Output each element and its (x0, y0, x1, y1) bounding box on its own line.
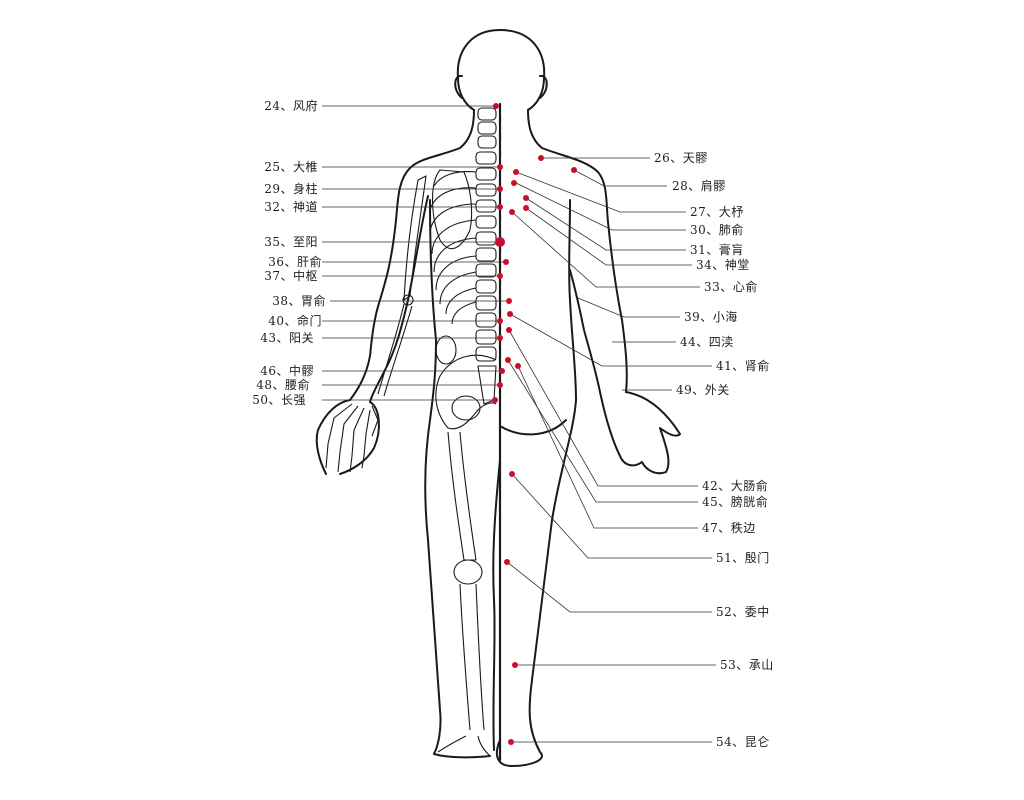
leader-31 (525, 197, 686, 251)
label-33: 33、心俞 (704, 279, 758, 294)
label-27: 27、大杼 (690, 204, 744, 219)
label-46: 46、中髎 (260, 363, 314, 378)
leader-34 (525, 207, 692, 266)
point-41 (507, 311, 513, 317)
label-36: 36、肝俞 (268, 254, 322, 269)
point-52 (504, 559, 510, 565)
label-31: 31、膏肓 (690, 242, 744, 257)
leader-52 (506, 561, 712, 613)
body-outline (315, 29, 681, 767)
point-50 (492, 397, 498, 403)
label-37: 37、中枢 (264, 268, 318, 283)
label-45: 45、膀胱俞 (702, 494, 768, 509)
label-43: 43、阳关 (260, 331, 314, 345)
point-32 (497, 204, 503, 210)
label-51: 51、殷门 (716, 550, 770, 565)
label-29: 29、身柱 (264, 181, 318, 196)
label-47: 47、秩边 (702, 521, 756, 535)
label-54: 54、昆仑 (716, 735, 770, 749)
label-25: 25、大椎 (264, 159, 318, 174)
leader-41 (509, 313, 712, 367)
point-29 (497, 186, 503, 192)
point-34 (523, 205, 529, 211)
acupoint-markers (492, 103, 577, 745)
label-50: 50、长强 (252, 393, 306, 407)
label-34: 34、神堂 (696, 258, 750, 272)
point-54 (508, 739, 514, 745)
point-51 (509, 471, 515, 477)
left-labels: 24、风府 25、大椎 29、身柱 32、神道 35、至阳 36、肝俞 37、中… (252, 98, 326, 407)
point-30 (511, 180, 517, 186)
point-28 (571, 167, 577, 173)
leader-51 (511, 473, 712, 559)
label-35: 35、至阳 (264, 235, 318, 249)
leader-lines (322, 105, 716, 743)
label-28: 28、肩髎 (672, 178, 726, 193)
point-37 (497, 273, 503, 279)
label-30: 30、肺俞 (690, 222, 744, 237)
label-44: 44、四渎 (680, 335, 734, 349)
label-32: 32、神道 (264, 200, 318, 214)
label-48: 48、腰俞 (256, 377, 310, 392)
label-53: 53、承山 (720, 658, 774, 672)
label-49: 49、外关 (676, 383, 730, 397)
leader-27 (515, 171, 686, 213)
point-45 (505, 357, 511, 363)
point-27 (513, 169, 519, 175)
label-52: 52、委中 (716, 604, 770, 619)
leader-42 (508, 329, 698, 487)
point-47 (515, 363, 521, 369)
point-40 (497, 318, 503, 324)
label-40: 40、命门 (268, 313, 322, 328)
point-48 (497, 382, 503, 388)
point-35 (495, 237, 505, 247)
leader-33 (511, 211, 700, 288)
skeleton-left (325, 107, 497, 757)
leader-39 (577, 297, 680, 318)
point-36 (503, 259, 509, 265)
leader-47 (517, 365, 698, 529)
point-24 (493, 103, 499, 109)
label-26: 26、天髎 (654, 151, 708, 165)
point-33 (509, 209, 515, 215)
leader-28 (573, 169, 667, 187)
right-labels: 26、天髎 28、肩髎 27、大杼 30、肺俞 31、膏肓 34、神堂 33、心… (654, 151, 774, 749)
label-41: 41、肾俞 (716, 358, 770, 373)
label-39: 39、小海 (684, 309, 738, 324)
point-46 (499, 368, 505, 374)
leader-45 (507, 359, 698, 503)
leader-30 (513, 181, 686, 231)
point-25 (497, 164, 503, 170)
label-42: 42、大肠俞 (702, 478, 768, 493)
label-24: 24、风府 (264, 98, 318, 113)
point-26 (538, 155, 544, 161)
label-38: 38、胃俞 (272, 293, 326, 308)
point-38 (506, 298, 512, 304)
point-31 (523, 195, 529, 201)
point-53 (512, 662, 518, 668)
point-43 (497, 335, 503, 341)
point-42 (506, 327, 512, 333)
